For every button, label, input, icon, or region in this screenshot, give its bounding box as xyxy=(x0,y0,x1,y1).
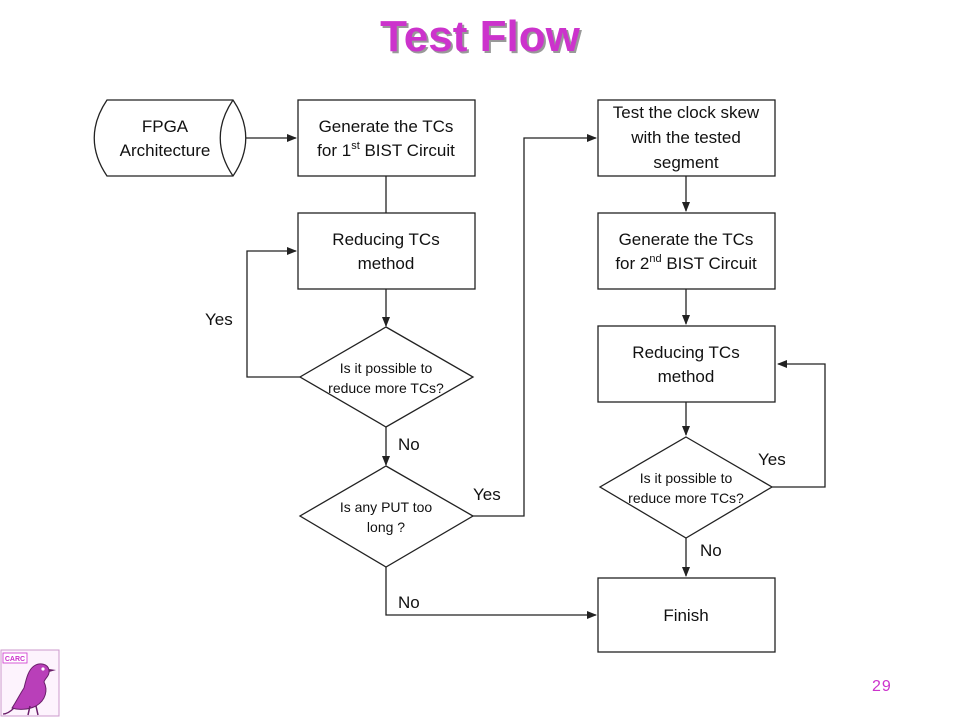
label-yes-loop2: Yes xyxy=(758,450,786,469)
bird-logo-icon: CARC xyxy=(0,649,60,717)
node-gen2-box xyxy=(597,212,776,290)
decide-put-line1: Is any PUT too xyxy=(340,499,433,515)
node-decide-reduce2-diamond xyxy=(598,436,774,539)
decide-put-line2: long ? xyxy=(367,519,405,535)
gen2-line2: for 2nd BIST Circuit xyxy=(615,253,757,273)
page-number: 29 xyxy=(872,678,892,695)
fpga-line2: Architecture xyxy=(120,141,211,160)
edge-yes-put-to-clock xyxy=(472,134,597,517)
reduce1-line1: Reducing TCs xyxy=(332,230,439,249)
edge-yes-loop1 xyxy=(246,247,300,378)
decide-reduce2-line2: reduce more TCs? xyxy=(628,490,744,506)
finish-line1: Finish xyxy=(663,606,708,625)
svg-text:CARC: CARC xyxy=(5,656,25,663)
node-fpga-shape xyxy=(93,99,247,177)
node-reduce2-box xyxy=(597,325,776,403)
slide-title: Test Flow xyxy=(380,12,580,61)
edge-yes-loop2 xyxy=(772,360,826,488)
node-reduce1-box xyxy=(297,212,476,290)
clock-skew-line3: segment xyxy=(653,153,718,172)
gen1-line1: Generate the TCs xyxy=(319,117,454,136)
decide-reduce1-line2: reduce more TCs? xyxy=(328,380,444,396)
gen1-line2: for 1st BIST Circuit xyxy=(317,140,455,160)
node-fpga-inner-curve xyxy=(219,99,234,177)
reduce1-line2: method xyxy=(358,254,415,273)
clock-skew-line1: Test the clock skew xyxy=(613,103,760,122)
node-gen1-box xyxy=(297,99,476,177)
fpga-line1: FPGA xyxy=(142,117,189,136)
label-no-reduce1: No xyxy=(398,435,420,454)
gen2-line1: Generate the TCs xyxy=(619,230,754,249)
label-yes-put: Yes xyxy=(473,485,501,504)
decide-reduce2-line1: Is it possible to xyxy=(640,470,733,486)
reduce2-line2: method xyxy=(658,367,715,386)
label-no-reduce2: No xyxy=(700,541,722,560)
node-decide-put-diamond xyxy=(298,465,475,568)
clock-skew-line2: with the tested xyxy=(630,128,741,147)
node-decide-reduce1-diamond xyxy=(298,326,475,428)
label-yes-loop1: Yes xyxy=(205,310,233,329)
decide-reduce1-line1: Is it possible to xyxy=(340,360,433,376)
label-no-put: No xyxy=(398,593,420,612)
node-finish-box xyxy=(597,577,776,653)
edge-no-put-to-finish xyxy=(385,567,597,619)
node-clock-skew-box xyxy=(597,99,776,177)
reduce2-line1: Reducing TCs xyxy=(632,343,739,362)
